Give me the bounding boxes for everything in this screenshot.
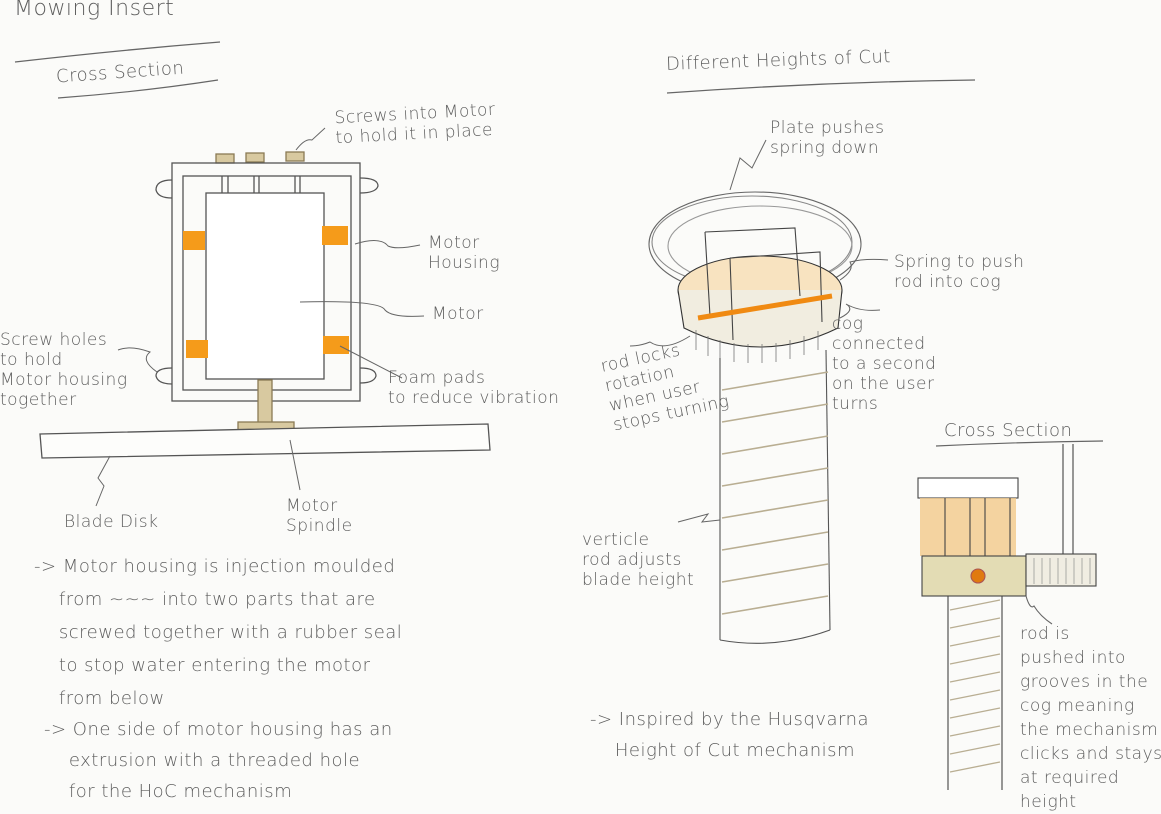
label-motor-housing: Motor Housing (428, 233, 501, 274)
label-rod-pushed: rod is pushed into grooves in the cog me… (1020, 624, 1161, 812)
label-motor: Motor (432, 304, 484, 324)
label-plate: Plate pushes spring down (770, 118, 885, 159)
cross-section-underline (935, 440, 1104, 447)
foam-pads (183, 226, 349, 358)
cross-section-drawing (917, 444, 1097, 790)
cross-section-title: Cross Section (944, 420, 1073, 441)
label-foam-pads: Foam pads to reduce vibration (388, 368, 560, 409)
leader-lines-right (629, 139, 889, 523)
label-motor-spindle: Motor Spindle (286, 496, 353, 537)
label-vertical-rod: verticle rod adjusts blade height (582, 530, 695, 591)
note-extrusion: -> One side of motor housing has an extr… (44, 719, 393, 802)
motor-housing-drawing (39, 151, 491, 459)
hoc-mechanism-drawing (648, 191, 862, 644)
note-injection-moulded: -> Motor housing is injection moulded fr… (34, 556, 403, 709)
page-title: Mowing Insert (14, 0, 175, 21)
title-underline (14, 41, 221, 63)
right-title-underline (666, 79, 976, 94)
label-screw-holes: Screw holes to hold Motor housing togeth… (0, 330, 128, 411)
note-husqvarna: -> Inspired by the Husqvarna Height of C… (590, 709, 870, 761)
subtitle-underline (57, 79, 219, 99)
label-cog: cog connected to a second on the user tu… (832, 314, 937, 415)
label-spring: Spring to push rod into cog (894, 252, 1025, 293)
leader-lines-left (95, 127, 425, 507)
label-screws-into-motor: Screws into Motor to hold it in place (334, 99, 496, 149)
label-blade-disk: Blade Disk (64, 512, 159, 532)
